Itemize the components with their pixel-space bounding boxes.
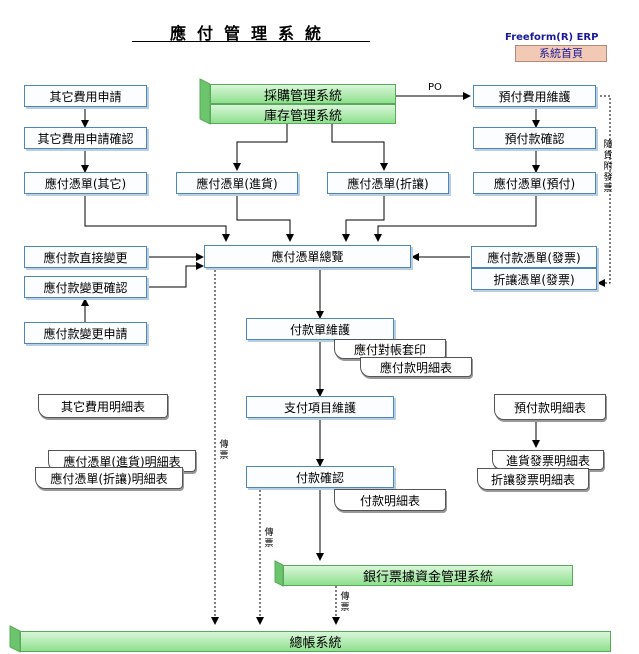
prepaid-confirm-node[interactable]: 預付款確認 [473,127,596,149]
flow-line [374,195,537,242]
payment-maintenance-node[interactable]: 付款單維護 [246,318,394,340]
payment-detail-doc: 付款明細表 [334,489,446,511]
purchasing-system-node[interactable]: 採購管理系統 [210,84,396,104]
flow-line [236,195,294,242]
prepaid-maintenance-node[interactable]: 預付費用維護 [473,85,596,107]
flow-line [342,195,385,242]
payable-detail-doc: 應付款明細表 [360,357,472,377]
other-expense-confirm-node[interactable]: 其它費用申請確認 [24,127,147,149]
voucher-label-1: 傳票 [219,440,229,461]
flow-line [84,195,230,242]
ap-voucher-discount-node[interactable]: 應付憑單(折讓) [327,172,449,194]
payment-confirm-node[interactable]: 付款確認 [246,466,394,488]
gl-system-node[interactable]: 總帳系統 [20,631,611,652]
purchase-invoice-detail-doc: 進貨發票明細表 [492,450,604,470]
slab-side [199,78,211,125]
home-button[interactable]: 系統首頁 [515,45,607,62]
ap-voucher-purchase-node[interactable]: 應付憑單(進貨) [176,172,298,194]
ap-voucher-prepaid-node[interactable]: 應付憑單(預付) [473,172,596,194]
flow-line [233,124,288,171]
payable-statement-print-doc: 應付對帳套印 [334,339,446,359]
ap-direct-change-node[interactable]: 應付款直接變更 [24,246,147,268]
voucher-label-3: 傳票 [340,592,350,613]
flow-line [148,262,204,288]
inventory-system-node[interactable]: 庫存管理系統 [210,104,396,124]
bank-treasury-system-node[interactable]: 銀行票據資金管理系統 [283,565,573,586]
page-title: 應付管理系統 [169,24,332,43]
slab-side [274,560,284,587]
discount-invoice-detail-doc: 折讓發票明細表 [477,468,589,490]
ap-change-confirm-node[interactable]: 應付款變更確認 [24,276,147,298]
title-underline [132,41,370,42]
other-expense-request-node[interactable]: 其它費用申請 [24,85,147,107]
ap-voucher-other-node[interactable]: 應付憑單(其它) [24,172,147,194]
discount-voucher-invoice-node[interactable]: 折讓憑單(發票) [471,268,597,290]
voucher-label-2: 傳票 [264,528,274,549]
prepaid-detail-doc: 預付款明細表 [494,394,606,420]
slab-side [9,625,21,653]
po-label: PO [428,82,442,93]
brand-label: Freeform(R) ERP [505,32,599,43]
ap-voucher-discount-detail-doc: 應付憑單(折讓)明細表 [35,467,183,489]
invoice-with-goods-label: 隨貨附發票 [603,140,613,194]
flow-line [331,124,388,171]
other-expense-detail-doc: 其它費用明細表 [38,394,168,418]
payment-items-maintenance-node[interactable]: 支付項目維護 [246,396,394,418]
ap-change-request-node[interactable]: 應付款變更申請 [24,322,147,344]
ap-voucher-overview-node[interactable]: 應付憑單總覽 [204,245,411,268]
ap-voucher-invoice-node[interactable]: 應付款憑單(發票) [471,246,597,268]
